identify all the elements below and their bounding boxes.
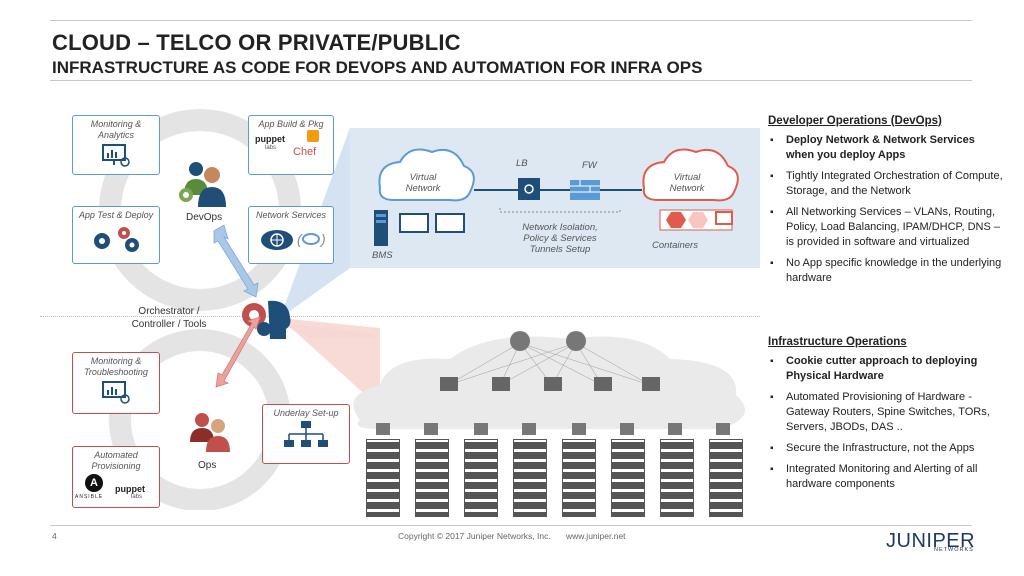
devops-heading: Developer Operations (DevOps)	[768, 115, 942, 127]
ansible-text: ANSIBLE	[75, 494, 104, 500]
monitoring-analytics-box: Monitoring & Analytics	[72, 115, 160, 175]
chef-logo-icon: Chef	[293, 146, 317, 158]
monitor-troubleshoot-icon	[102, 381, 130, 404]
devops-label: DevOps	[186, 212, 223, 223]
puppet-logo-icon-2: puppet	[115, 484, 145, 494]
infra-bullet: Integrated Monitoring and Alerting of al…	[770, 462, 1004, 492]
gears-icon	[94, 227, 139, 252]
server-rack	[709, 439, 743, 517]
puppet-labs-text: labs	[265, 145, 277, 151]
page-title: CLOUD – TELCO OR PRIVATE/PUBLIC	[52, 30, 461, 55]
devops-people-icon	[179, 162, 226, 207]
page-number: 4	[52, 531, 57, 541]
footer-rule	[50, 525, 972, 526]
juniper-logo: JUNIPER	[886, 530, 976, 552]
automated-provisioning-label: Automated Provisioning	[91, 450, 141, 471]
orchestrator-label: Orchestrator / Controller / Tools	[131, 306, 207, 330]
network-services-label: Network Services	[255, 210, 327, 220]
monitoring-troubleshooting-label: Monitoring & Troubleshooting	[84, 356, 148, 377]
bms-label: BMS	[372, 250, 393, 261]
juniper-logo-sub: NETWORKS	[934, 547, 974, 553]
virtual-network-diagram	[374, 148, 739, 246]
app-build-pkg-label: App Build & Pkg	[258, 119, 324, 129]
website-url: www.juniper.net	[566, 531, 626, 541]
server-racks	[366, 439, 746, 517]
flow-arrows	[213, 225, 261, 388]
server-rack	[660, 439, 694, 517]
server-rack	[513, 439, 547, 517]
automated-provisioning-box: Automated Provisioning A ANSIBLE puppet …	[72, 446, 160, 508]
separator-line	[40, 316, 760, 317]
ansible-logo-icon: A	[85, 474, 103, 492]
virtual-network-left-label: Virtual Network	[405, 172, 441, 194]
server-rack	[611, 439, 645, 517]
title-rule	[50, 80, 972, 81]
lb-label: LB	[516, 158, 528, 169]
server-rack	[464, 439, 498, 517]
infra-bullet: Automated Provisioning of Hardware - Gat…	[770, 390, 1004, 435]
devops-bullet: Deploy Network & Network Services when y…	[770, 133, 1004, 163]
monitor-chart-icon	[102, 144, 130, 167]
server-rack	[366, 439, 400, 517]
page-subtitle: INFRASTRUCTURE AS CODE FOR DEVOPS AND AU…	[52, 58, 703, 77]
network-services-box: Network Services ( )	[248, 206, 334, 264]
app-test-deploy-label: App Test & Deploy	[78, 210, 154, 220]
top-rule	[50, 20, 972, 21]
physical-fabric-diagram	[353, 331, 745, 435]
virtual-network-right-label: Virtual Network	[669, 172, 705, 194]
infra-bullet: Secure the Infrastructure, not the Apps	[770, 441, 1004, 456]
copyright-text: Copyright © 2017 Juniper Networks, Inc.	[398, 531, 551, 541]
svg-text:(: (	[297, 231, 303, 247]
devops-bullet: All Networking Services – VLANs, Routing…	[770, 205, 1004, 250]
chef-badge-icon	[307, 130, 319, 142]
ops-label: Ops	[198, 460, 217, 471]
containers-label: Containers	[652, 240, 698, 251]
monitoring-analytics-label: Monitoring & Analytics	[90, 119, 142, 140]
red-beam	[280, 318, 380, 408]
puppet-labs-text-2: labs	[131, 494, 143, 500]
underlay-setup-box: Underlay Set-up	[262, 404, 350, 464]
underlay-setup-label: Underlay Set-up	[273, 408, 339, 418]
hierarchy-icon	[284, 421, 328, 447]
network-isolation-label: Network Isolation, Policy & Services Tun…	[522, 222, 598, 255]
monitoring-troubleshooting-box: Monitoring & Troubleshooting	[72, 352, 160, 414]
svg-text:): )	[319, 231, 326, 247]
devops-section: Developer Operations (DevOps) Deploy Net…	[768, 115, 1004, 292]
puppet-logo-icon: puppet	[255, 134, 285, 144]
infra-bullet: Cookie cutter approach to deploying Phys…	[770, 354, 1004, 384]
server-rack	[415, 439, 449, 517]
ops-people-icon	[190, 413, 230, 452]
devops-bullet: No App specific knowledge in the underly…	[770, 256, 1004, 286]
devops-bullet: Tightly Integrated Orchestration of Comp…	[770, 169, 1004, 199]
fw-label: FW	[582, 160, 597, 171]
cloud-network-icon: ( )	[261, 230, 326, 250]
server-rack	[562, 439, 596, 517]
infra-heading: Infrastructure Operations	[768, 336, 907, 348]
app-build-pkg-box: App Build & Pkg puppet labs Chef	[248, 115, 334, 175]
app-test-deploy-box: App Test & Deploy	[72, 206, 160, 264]
infra-section: Infrastructure Operations Cookie cutter …	[768, 336, 1004, 498]
